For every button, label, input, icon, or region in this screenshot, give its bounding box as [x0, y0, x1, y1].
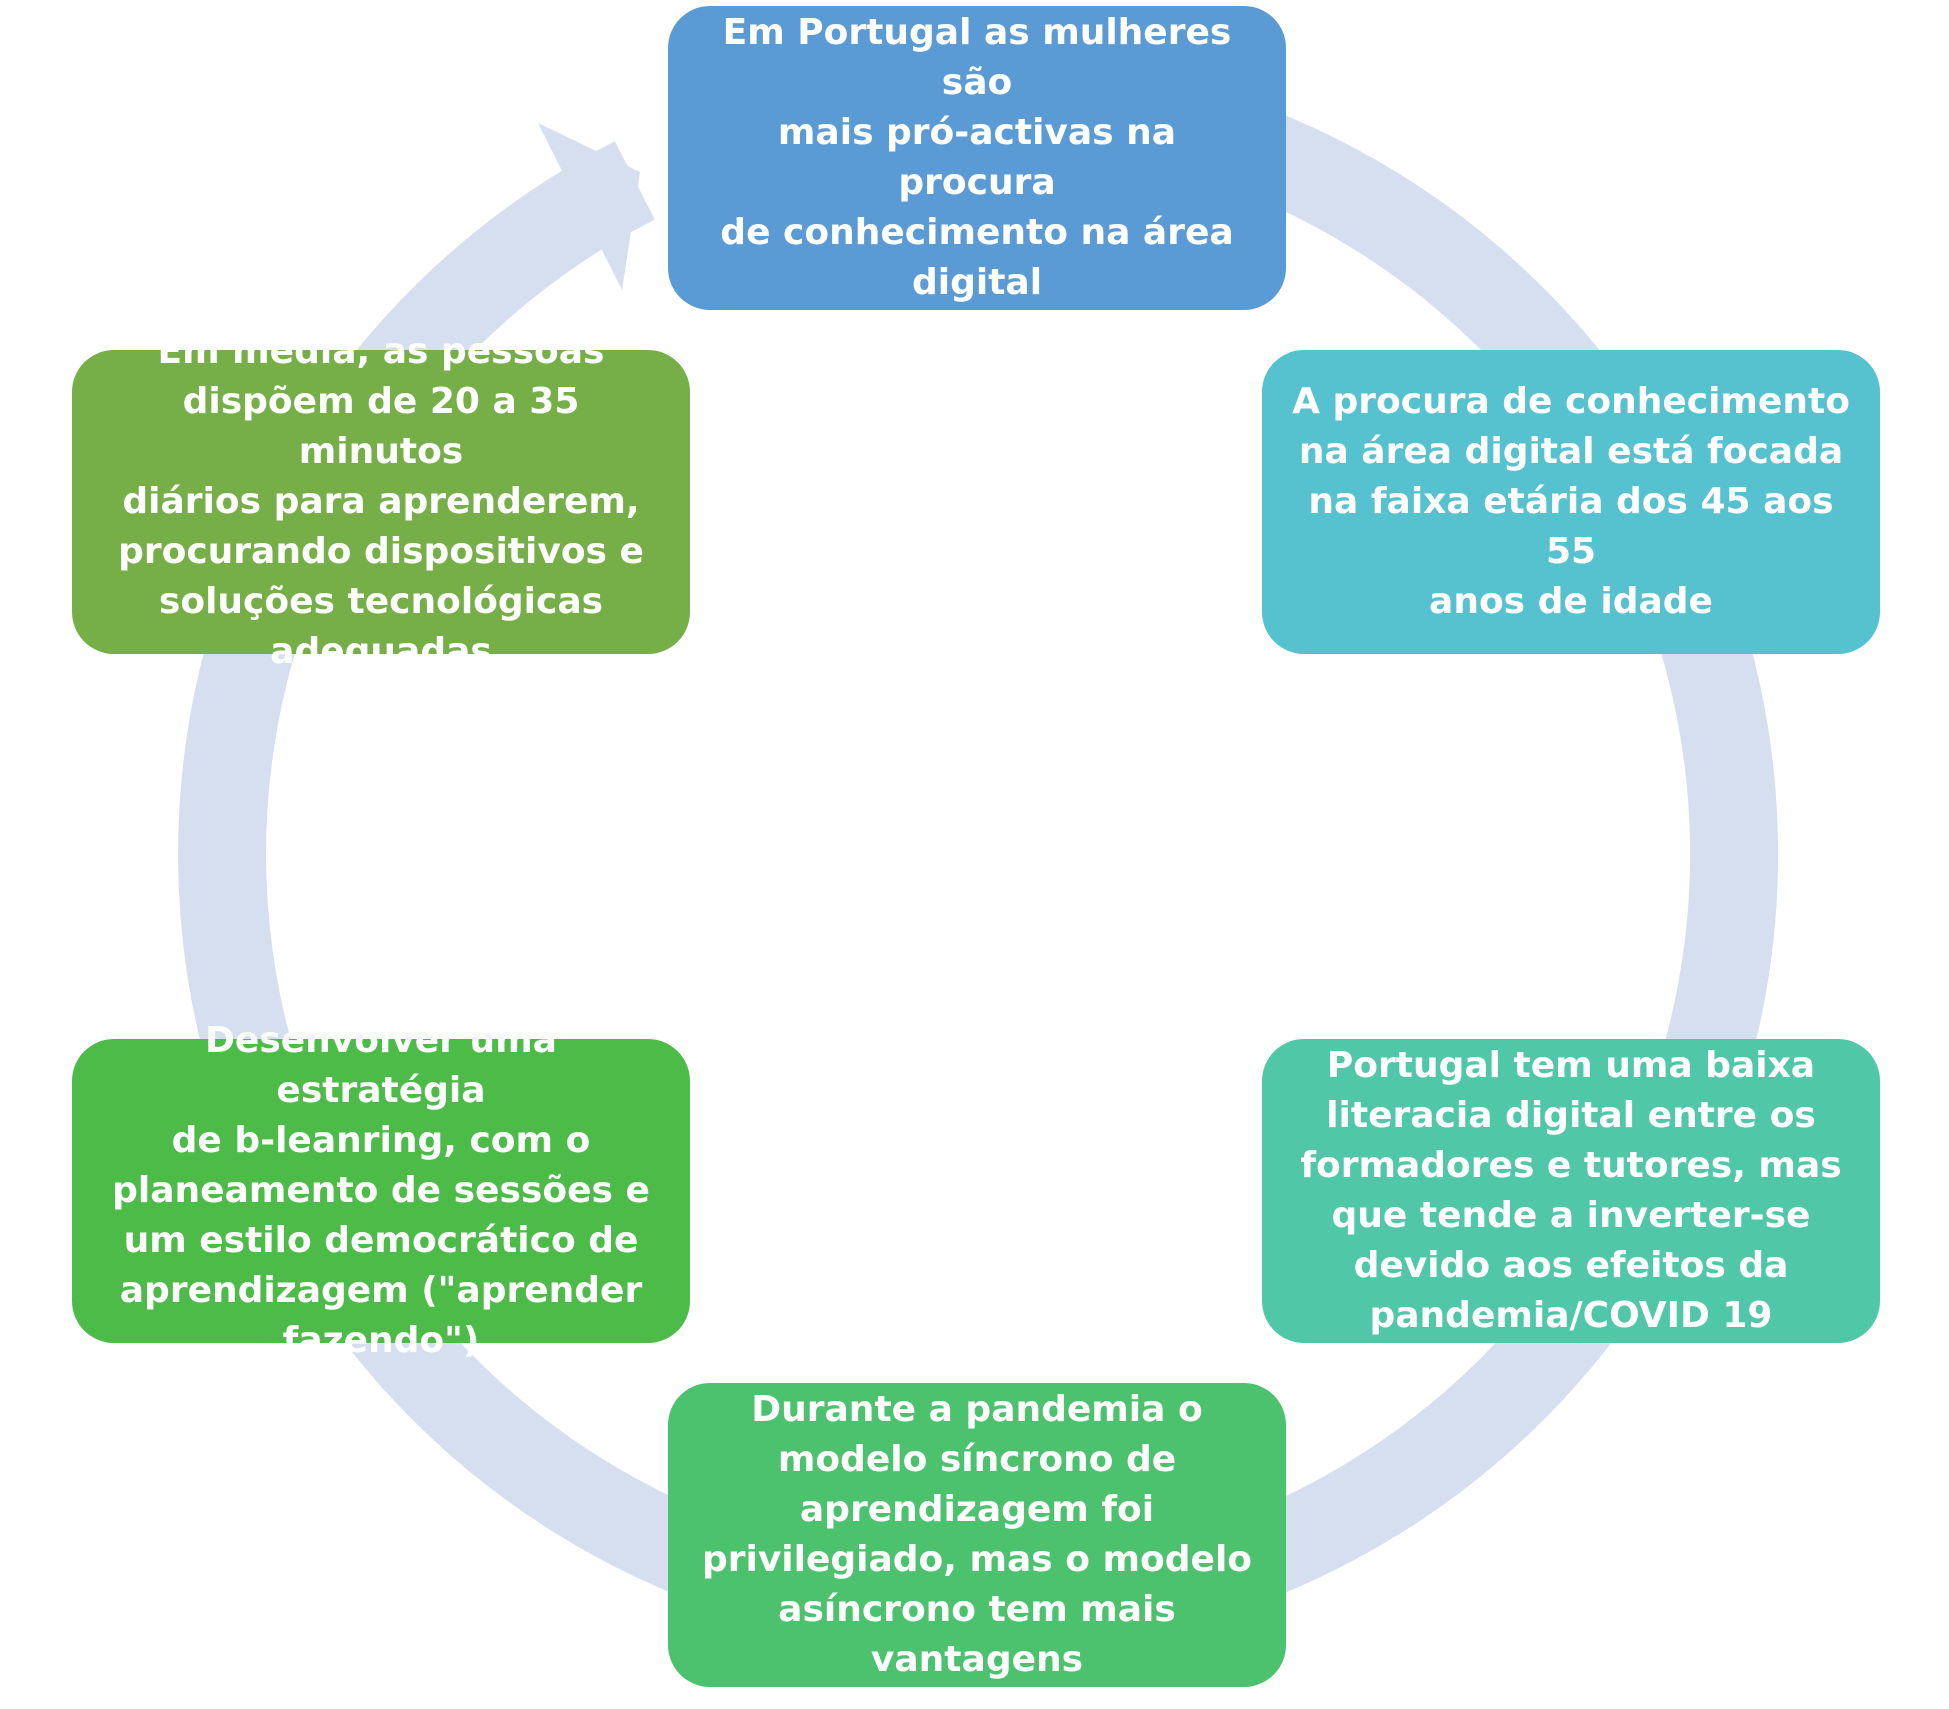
- cycle-node-1: Em Portugal as mulheres são mais pró-act…: [668, 6, 1286, 310]
- cycle-node-6: Em média, as pessoas dispõem de 20 a 35 …: [72, 331, 690, 672]
- cycle-node-2: A procura de conhecimento na área digita…: [1262, 350, 1880, 654]
- cycle-node-4-text: Durante a pandemia o modelo síncrono de …: [701, 1389, 1253, 1680]
- cycle-node-3: Portugal tem uma baixa literacia digital…: [1262, 1039, 1880, 1343]
- cycle-arrowhead-icon: [538, 123, 640, 290]
- cycle-node-4: Durante a pandemia o modelo síncrono de …: [668, 1383, 1286, 1687]
- cycle-node-5: Desenvolver uma estratégia de b-leanring…: [72, 1020, 690, 1361]
- cycle-node-6-text: Em média, as pessoas dispõem de 20 a 35 …: [118, 331, 644, 672]
- cycle-node-3-text: Portugal tem uma baixa literacia digital…: [1300, 1045, 1842, 1336]
- cycle-node-2-text: A procura de conhecimento na área digita…: [1292, 381, 1850, 622]
- cycle-node-1-text: Em Portugal as mulheres são mais pró-act…: [720, 12, 1234, 303]
- cycle-node-5-text: Desenvolver uma estratégia de b-leanring…: [112, 1020, 650, 1361]
